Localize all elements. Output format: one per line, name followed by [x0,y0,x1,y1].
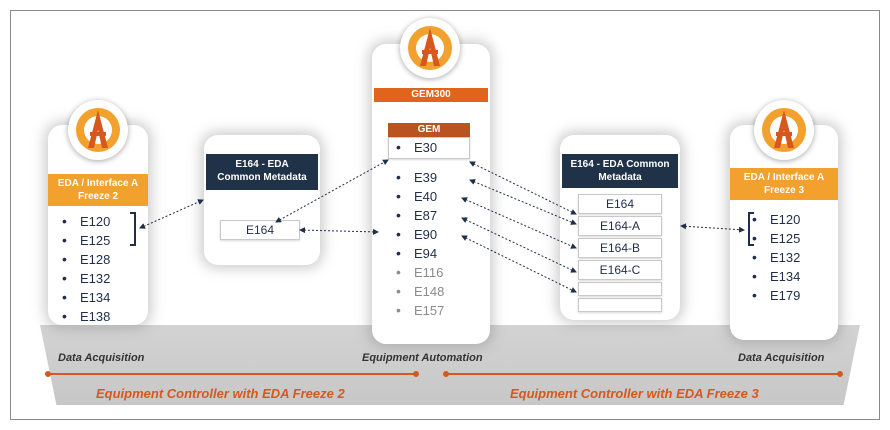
gem-list: E30 [392,138,437,157]
list-item: E116 [392,263,444,282]
list-item: E132 [748,248,800,267]
list-item: E179 [748,286,800,305]
list-item: E148 [392,282,444,301]
list-item: E94 [392,244,444,263]
label-center: Equipment Automation [362,352,483,364]
right-metadata-item: E164-B [578,238,662,258]
label-left: Data Acquisition [58,352,145,364]
list-item: E30 [392,138,437,157]
right-panel-list: E120 E125 E132 E134 E179 [748,210,800,305]
right-bracket [748,212,754,246]
left-metadata-header: E164 - EDA Common Metadata [206,154,318,190]
list-item: E157 [392,301,444,320]
logo-icon [68,100,128,160]
list-item: E134 [748,267,800,286]
logo-icon [400,18,460,78]
list-item: E39 [392,168,444,187]
list-item: E125 [748,229,800,248]
list-item: E132 [58,269,110,288]
right-metadata-item: E164-A [578,216,662,236]
center-panel-list: E39 E40 E87 E90 E94 E116 E148 E157 [392,168,444,320]
label-right: Data Acquisition [738,352,825,364]
left-bracket [130,212,136,246]
list-item: E134 [58,288,110,307]
left-metadata-item: E164 [220,220,300,240]
right-metadata-item: E164-C [578,260,662,280]
caption-left: Equipment Controller with EDA Freeze 2 [96,386,345,401]
logo-icon [754,100,814,160]
list-item: E120 [58,212,110,231]
left-panel-header: EDA / Interface A Freeze 2 [48,174,148,206]
list-item: E120 [748,210,800,229]
right-metadata-item [578,298,662,312]
list-item: E128 [58,250,110,269]
gem-header: GEM [388,123,470,137]
right-metadata-item [578,282,662,296]
list-item: E138 [58,307,110,326]
right-metadata-header: E164 - EDA Common Metadata [562,154,678,188]
caption-right: Equipment Controller with EDA Freeze 3 [510,386,759,401]
list-item: E87 [392,206,444,225]
left-panel-list: E120 E125 E128 E132 E134 E138 [58,212,110,326]
right-metadata-item: E164 [578,194,662,214]
list-item: E40 [392,187,444,206]
list-item: E125 [58,231,110,250]
list-item: E90 [392,225,444,244]
right-panel-header: EDA / Interface A Freeze 3 [730,168,838,200]
center-panel-header: GEM300 [374,88,488,102]
